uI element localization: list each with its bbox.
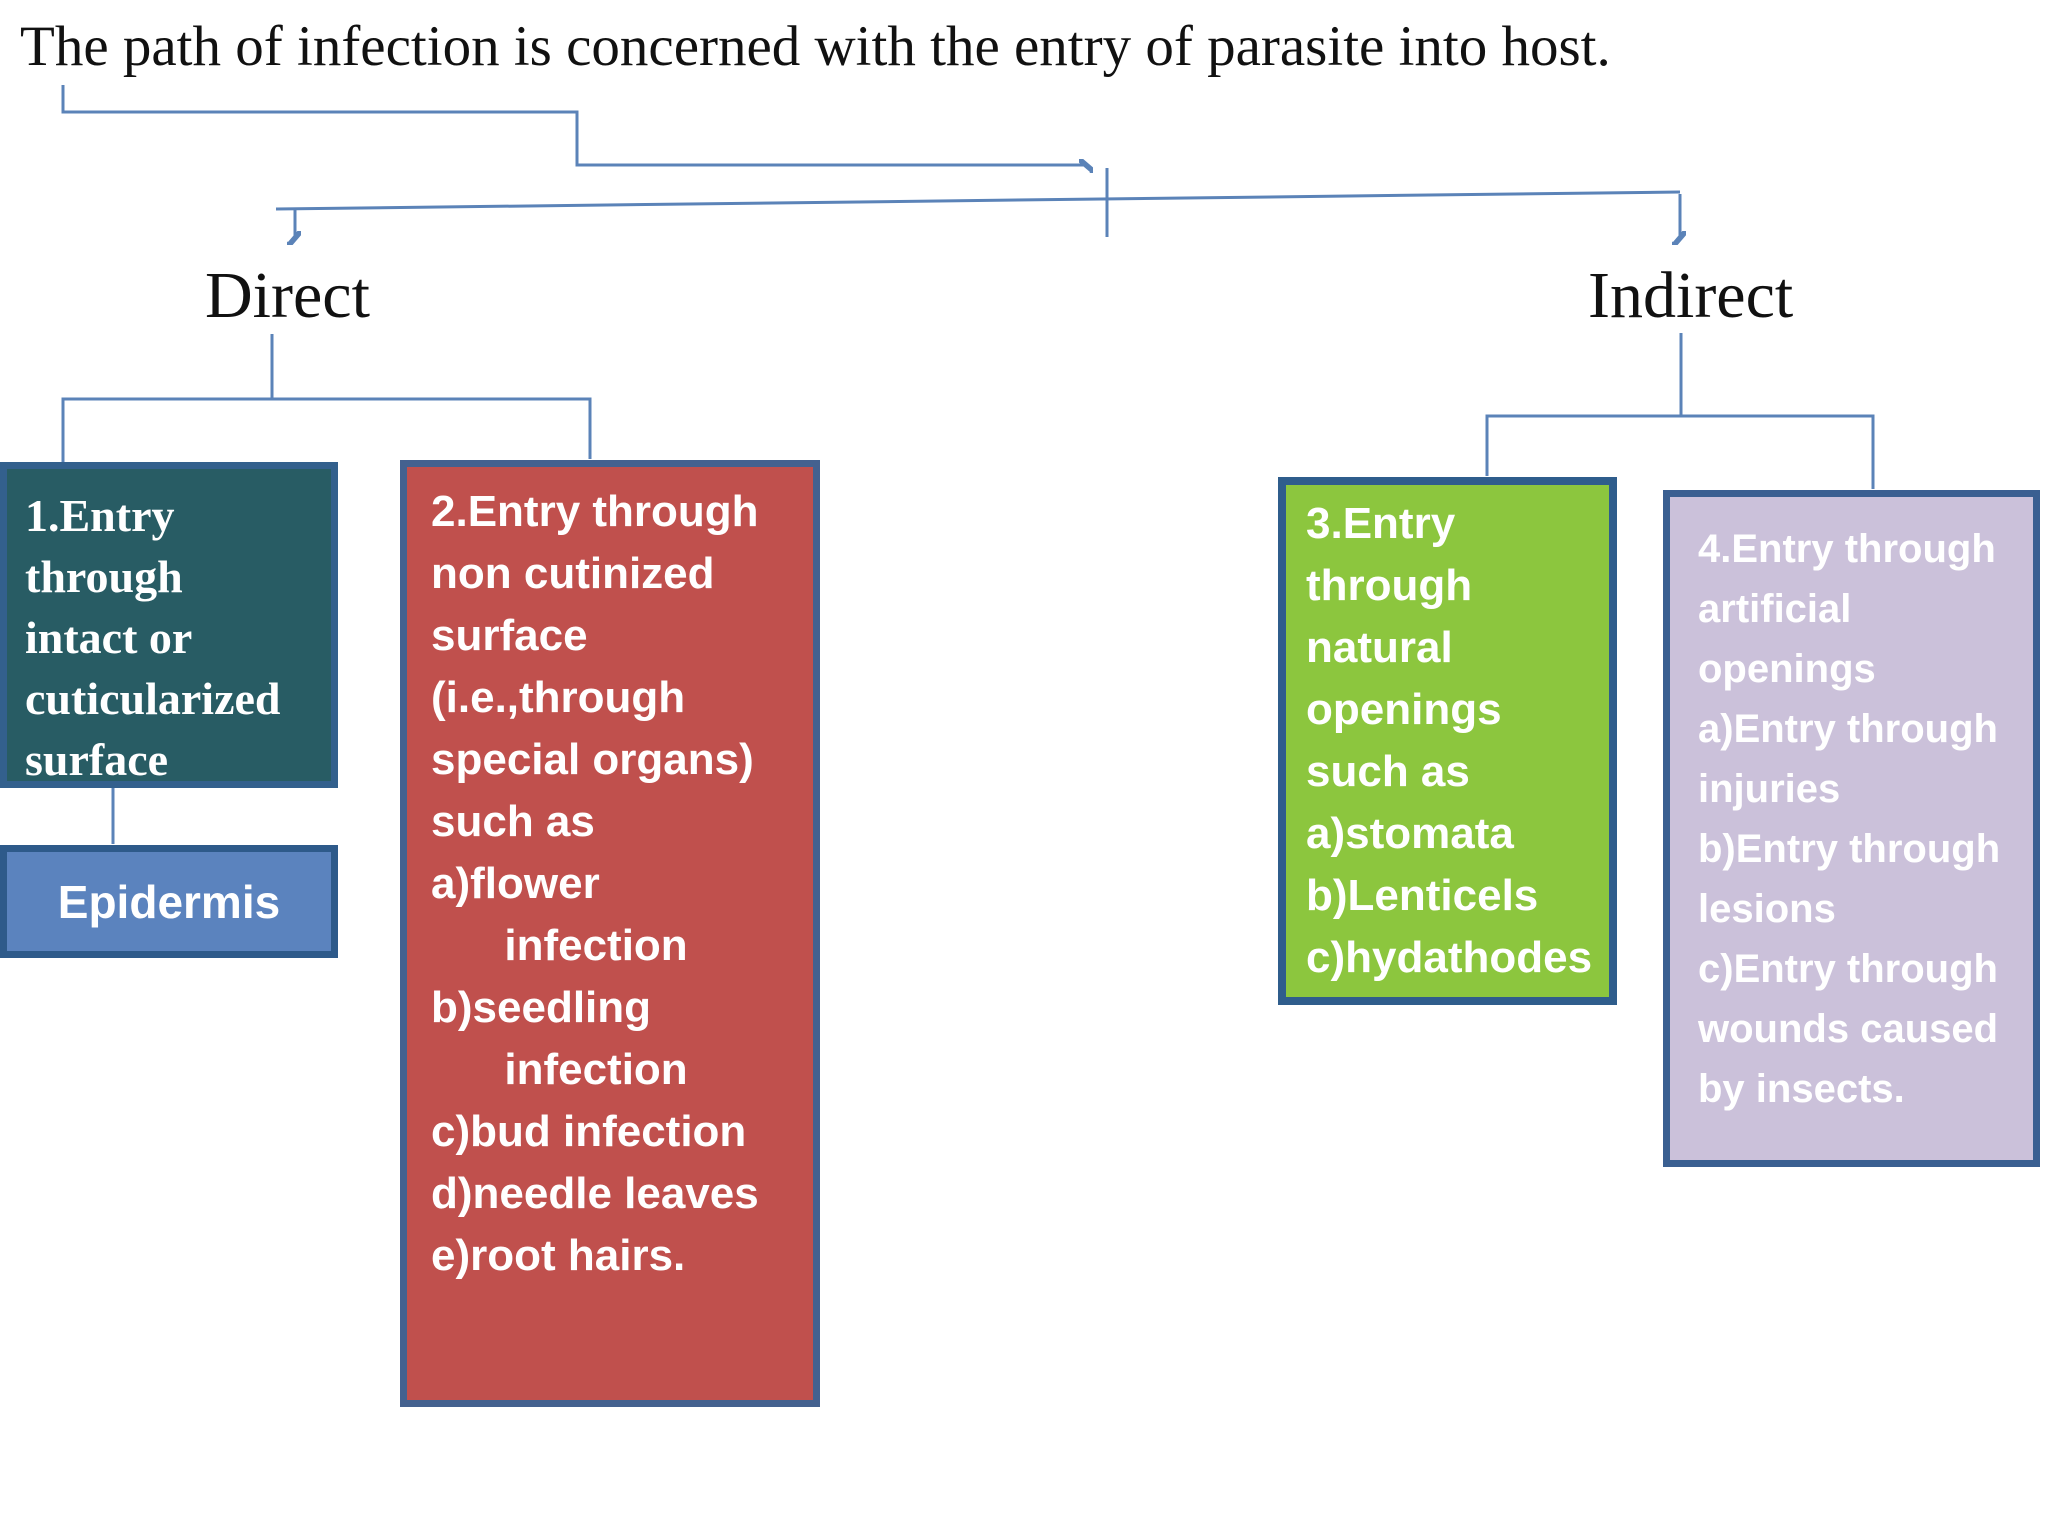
box3-line: b)Lenticels	[1306, 871, 1539, 920]
branch-label-direct: Direct	[205, 259, 370, 332]
box4-line: a)Entry through	[1698, 707, 1998, 751]
box2-line: special organs)	[431, 735, 754, 784]
box2-line: b)seedling	[431, 983, 652, 1032]
box2-line: non cutinized	[431, 549, 715, 598]
connector-title-elbow	[61, 85, 1086, 165]
box4-line: lesions	[1698, 887, 1836, 931]
epidermis-label: Epidermis	[57, 875, 281, 928]
box3-line: c)hydathodes	[1306, 933, 1593, 982]
connector-direct-bracket	[61, 397, 592, 462]
box3-line: natural	[1306, 623, 1453, 672]
connector-split-line	[275, 190, 1681, 211]
box4-line: by insects.	[1698, 1067, 1905, 1111]
box-entry-artificial-openings: 4.Entry through artificial openings a)En…	[1663, 490, 2040, 1167]
box1-line: surface	[25, 734, 169, 785]
box1-line: through	[25, 551, 183, 602]
box1-line: cuticularized	[25, 673, 281, 724]
box3-line: through	[1306, 561, 1473, 610]
box2-line: d)needle leaves	[431, 1169, 759, 1218]
box-entry-natural-openings: 3.Entry through natural openings such as…	[1278, 477, 1617, 1005]
box3-line: 3.Entry	[1306, 499, 1456, 548]
box2-line: a)flower	[431, 859, 600, 908]
box4-line: wounds caused	[1698, 1007, 1999, 1051]
box4-line: 4.Entry through	[1698, 527, 1996, 571]
box3-line: such as	[1306, 747, 1470, 796]
box2-line: e)root hairs.	[431, 1231, 686, 1280]
box1-line: intact or	[25, 612, 193, 663]
box2-line: infection	[431, 921, 688, 970]
box-epidermis: Epidermis	[0, 845, 338, 958]
box1-line: 1.Entry	[25, 490, 175, 541]
box4-line: artificial	[1698, 587, 1852, 631]
box2-line: 2.Entry through	[431, 487, 759, 536]
box3-line: openings	[1306, 685, 1502, 734]
box2-line: c)bud infection	[431, 1107, 747, 1156]
box3-line: a)stomata	[1306, 809, 1514, 858]
box2-line: such as	[431, 797, 595, 846]
page-title: The path of infection is concerned with …	[20, 15, 1611, 78]
branch-label-indirect: Indirect	[1588, 259, 1794, 332]
box4-line: openings	[1698, 647, 1876, 691]
box2-line: (i.e.,through	[431, 673, 686, 722]
box2-line: surface	[431, 611, 588, 660]
box2-line: infection	[431, 1045, 688, 1094]
box4-line: b)Entry through	[1698, 827, 2001, 871]
box4-line: c)Entry through	[1698, 947, 1998, 991]
box-entry-non-cutinized: 2.Entry through non cutinized surface (i…	[400, 460, 820, 1407]
box4-line: injuries	[1698, 767, 1841, 811]
box-entry-intact-surface: 1.Entry through intact or cuticularized …	[0, 462, 338, 788]
